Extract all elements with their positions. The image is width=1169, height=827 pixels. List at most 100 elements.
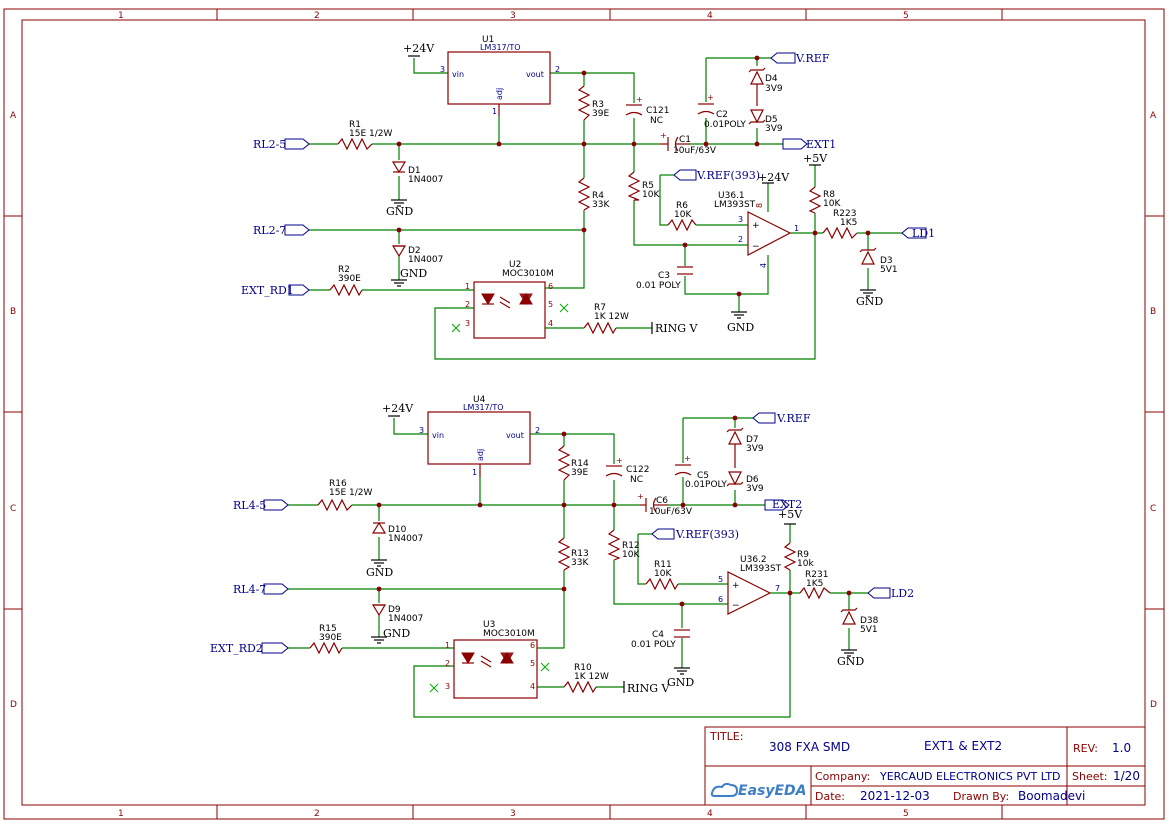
svg-text:4: 4 bbox=[548, 319, 553, 328]
r14-ref: R14 bbox=[571, 459, 589, 469]
u3-ref: U3 bbox=[483, 620, 495, 630]
r231-ref: R231 bbox=[805, 570, 828, 580]
r16-ref: R16 bbox=[329, 479, 347, 489]
date-value: 2021-12-03 bbox=[860, 789, 930, 803]
svg-text:3: 3 bbox=[445, 682, 450, 691]
capacitor-c122: + C122 NC bbox=[605, 456, 649, 485]
u1-pin1: 1 bbox=[492, 107, 497, 116]
row-label: C bbox=[10, 504, 16, 514]
r223-ref: R223 bbox=[833, 209, 856, 219]
c2-ref: C2 bbox=[716, 110, 728, 120]
port-ld1: LD1 bbox=[901, 227, 935, 240]
zener-d38: D38 5V1 bbox=[840, 607, 879, 635]
comparator-u36-2: U36.2 LM393ST + − 5 6 7 bbox=[718, 555, 782, 615]
drawing-frame bbox=[3, 8, 1165, 820]
port-ext-rd1: EXT_RD1 bbox=[241, 284, 310, 297]
port-label: V.REF bbox=[776, 412, 811, 425]
u4-ref: U4 bbox=[473, 395, 486, 405]
r16-value: 15E 1/2W bbox=[329, 488, 372, 498]
gnd-label: GND bbox=[383, 627, 410, 640]
gnd-d3: GND bbox=[856, 289, 883, 308]
diode-d1: D1 1N4007 bbox=[391, 161, 443, 185]
r9-ref: R9 bbox=[797, 550, 809, 560]
r11-value: 10K bbox=[654, 569, 672, 579]
r7-value: 1K 12W bbox=[594, 312, 629, 322]
power-label: +5V bbox=[803, 152, 828, 165]
col-label: 1 bbox=[118, 11, 124, 21]
r12-value: 10K bbox=[622, 550, 640, 560]
pin-num: 3 bbox=[738, 215, 743, 224]
d1-ref: D1 bbox=[408, 166, 421, 176]
r3-value: 39E bbox=[592, 109, 609, 119]
capacitor-c5: + C5 0.01POLY bbox=[674, 454, 727, 490]
row-label: A bbox=[1150, 111, 1157, 121]
resistor-r10: R10 1K 12W bbox=[563, 663, 609, 694]
d3-ref: D3 bbox=[880, 256, 893, 266]
ring-v-label: RING V bbox=[655, 322, 699, 335]
u2-value: MOC3010M bbox=[502, 269, 554, 279]
capacitor-c2: + C2 0.01POLY bbox=[697, 93, 746, 130]
r11-ref: R11 bbox=[654, 560, 672, 570]
r10-value: 1K 12W bbox=[574, 672, 609, 682]
zener-d4: D4 3V9 bbox=[748, 67, 783, 106]
svg-text:5: 5 bbox=[548, 300, 553, 309]
svg-text:4: 4 bbox=[530, 682, 535, 691]
d9-ref: D9 bbox=[388, 605, 401, 615]
drawn-by-value: Boomadevi bbox=[1018, 789, 1085, 803]
row-label: D bbox=[10, 700, 17, 710]
d9-value: 1N4007 bbox=[388, 614, 423, 624]
d6-value: 3V9 bbox=[746, 484, 764, 494]
u4-pin-vout: vout bbox=[506, 431, 524, 440]
svg-text:6: 6 bbox=[530, 641, 535, 650]
svg-text:+: + bbox=[637, 492, 644, 501]
regulator-u1: U1 LM317/TO vin vout adj 3 2 1 bbox=[440, 35, 560, 116]
power-label: +24V bbox=[403, 42, 435, 55]
d2-ref: D2 bbox=[408, 246, 421, 256]
gnd-label: GND bbox=[837, 655, 864, 668]
r4-value: 33K bbox=[592, 200, 610, 210]
circuit-ext1: U1 LM317/TO vin vout adj 3 2 1 +24V R1 1… bbox=[241, 35, 935, 360]
pin-num: 1 bbox=[794, 224, 799, 233]
resistor-r16: R16 15E 1/2W bbox=[317, 479, 372, 512]
d5-value: 3V9 bbox=[765, 124, 783, 134]
gnd-d38: GND bbox=[837, 649, 864, 668]
svg-text:−: − bbox=[732, 601, 740, 611]
logo-text: EasyEDA bbox=[738, 783, 807, 799]
c122-value: NC bbox=[630, 475, 643, 485]
d5-ref: D5 bbox=[765, 115, 778, 125]
power-24v-bottom: +24V bbox=[382, 402, 414, 417]
d7-ref: D7 bbox=[746, 435, 759, 445]
d4-value: 3V9 bbox=[765, 84, 783, 94]
c1-ref: C1 bbox=[679, 135, 691, 145]
resistor-r3: R3 39E bbox=[577, 85, 609, 121]
u1-pin-vout: vout bbox=[526, 70, 544, 79]
r8-value: 10K bbox=[823, 199, 841, 209]
svg-text:2: 2 bbox=[445, 659, 450, 668]
svg-text:+: + bbox=[616, 456, 623, 465]
ring-v-bottom: RING V bbox=[623, 681, 671, 695]
capacitor-c3: C3 0.01 POLY bbox=[636, 266, 693, 291]
resistor-r11: R11 10K bbox=[645, 560, 679, 591]
zener-d7: D7 3V9 bbox=[726, 427, 764, 468]
port-label: V.REF(393) bbox=[696, 169, 760, 182]
col-label: 1 bbox=[118, 809, 124, 819]
gnd-label: GND bbox=[727, 321, 754, 334]
comparator-u36-1: U36.1 LM393ST + − 3 2 1 8 4 bbox=[714, 191, 799, 268]
u4-value: LM317/TO bbox=[463, 403, 504, 412]
r13-ref: R13 bbox=[571, 549, 589, 559]
gnd-d9: GND bbox=[371, 627, 410, 644]
u2-ref: U2 bbox=[509, 260, 521, 270]
col-label: 4 bbox=[707, 11, 713, 21]
gnd-label: GND bbox=[856, 295, 883, 308]
port-ext1: EXT1 bbox=[782, 138, 836, 151]
svg-text:+: + bbox=[660, 131, 667, 140]
c5-value: 0.01POLY bbox=[685, 480, 727, 490]
power-label: +24V bbox=[382, 402, 414, 415]
company-value: YERCAUD ELECTRONICS PVT LTD bbox=[879, 770, 1061, 783]
pin-num: 4 bbox=[759, 263, 768, 268]
r8-ref: R8 bbox=[823, 190, 835, 200]
c4-value: 0.01 POLY bbox=[631, 640, 676, 650]
row-label: C bbox=[1150, 504, 1156, 514]
pin-num: 6 bbox=[718, 595, 723, 604]
